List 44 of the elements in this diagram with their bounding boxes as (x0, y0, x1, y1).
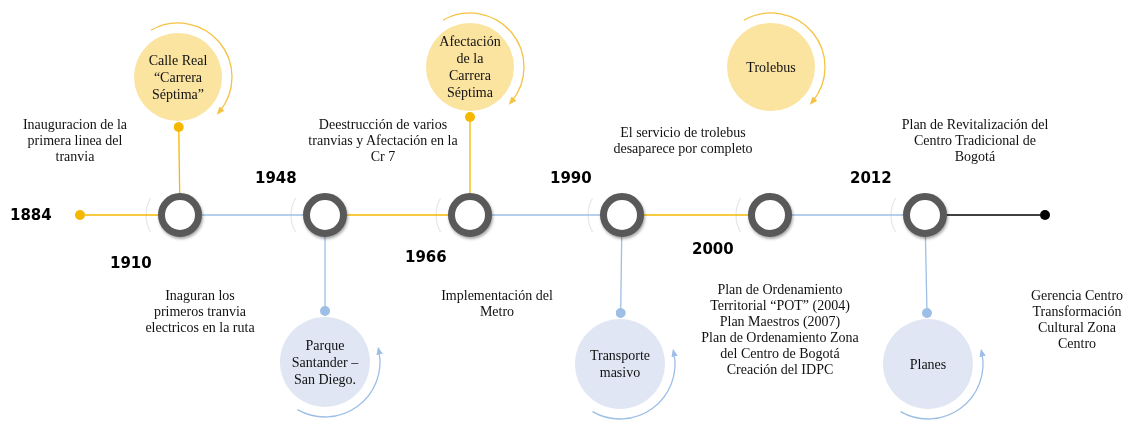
event-description: Plan de Revitalización del Centro Tradicional de Bogotá (900, 117, 1050, 165)
timeline-line (946, 214, 1041, 216)
leader-line (465, 112, 475, 194)
topic-circle: Trolebus (727, 23, 815, 111)
year-label: 1966 (405, 248, 447, 266)
event-description: Implementación del Metro (440, 288, 554, 320)
timeline-line (491, 214, 601, 216)
year-label: 1948 (255, 169, 297, 187)
timeline-end-dot (1040, 210, 1050, 220)
leader-line (173, 122, 184, 194)
leader-line (921, 236, 932, 318)
topic-circle: Afectación de la Carrera Séptima (426, 23, 514, 111)
event-description: Deestrucción de varios tranvias y Afectación en la Cr 7 (308, 117, 458, 165)
timeline-line (201, 214, 304, 216)
event-description: Gerencia Centro Transformación Cultural Zona Centro (1029, 288, 1125, 352)
timeline-end-dot (75, 210, 85, 220)
event-description: Plan de Ordenamiento Zona del Centro de Bogotá (700, 330, 860, 362)
topic-circle: Transporte masivo (575, 319, 665, 409)
timeline-ring (303, 193, 347, 237)
year-label: 1884 (10, 206, 52, 224)
timeline-line (84, 214, 159, 216)
timeline-line (643, 214, 749, 216)
timeline-ring (158, 193, 202, 237)
year-label: 2000 (692, 240, 734, 258)
event-description: Inauguracion de la primera linea del tranvia (21, 117, 129, 165)
year-label: 1990 (550, 169, 592, 187)
leader-line (615, 236, 626, 318)
timeline-line (346, 214, 449, 216)
event-description: Inaguran los primeros tranvia electricos en la ruta (144, 288, 256, 336)
timeline-line (791, 214, 904, 216)
event-description: Plan Maestros (2007) (718, 314, 842, 330)
leader-line (320, 236, 330, 316)
year-label: 2012 (850, 169, 892, 187)
timeline-ring (600, 193, 644, 237)
event-description: Plan de Ordenamiento Territorial “POT” (2004) (709, 282, 851, 314)
topic-circle: Parque Santander – San Diego. (280, 317, 370, 407)
topic-circle: Planes (883, 319, 973, 409)
timeline-ring (448, 193, 492, 237)
year-label: 1910 (110, 254, 152, 272)
timeline-ring (748, 193, 792, 237)
event-description: Creación del IDPC (725, 362, 835, 378)
topic-circle: Calle Real “Carrera Séptima” (134, 33, 222, 121)
event-description: El servicio de trolebus desaparece por completo (612, 125, 754, 157)
timeline-ring (903, 193, 947, 237)
